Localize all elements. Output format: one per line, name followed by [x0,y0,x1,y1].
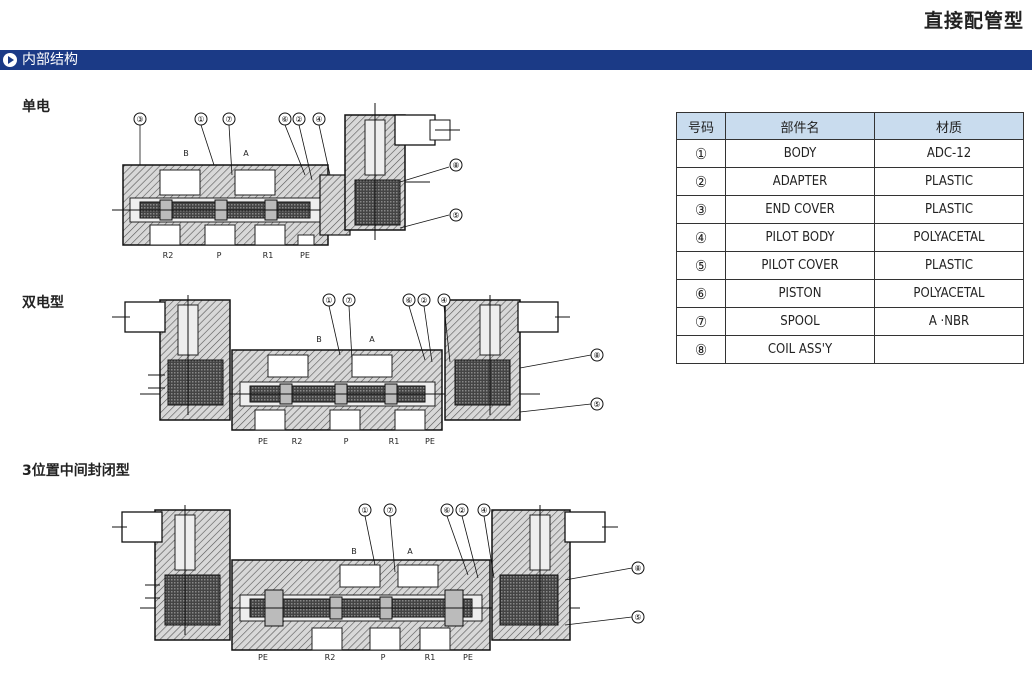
port-label-a: A [243,149,249,158]
view-title-3position: 3位置中间封闭型 [22,463,130,479]
cell-number: ④ [676,223,726,252]
callout-4: ④ [440,296,447,305]
cell-number: ③ [676,195,726,224]
port-label-pe-left: PE [258,653,268,662]
port-label-r1: R1 [389,437,400,446]
table-row: ① BODY ADC-12 [676,139,1024,168]
cell-material: POLYACETAL [874,223,1024,252]
cell-material: A ·NBR [874,307,1024,336]
port-label-r2: R2 [292,437,303,446]
port-label-p: P [217,251,222,260]
cell-material [874,335,1024,364]
arrow-right-icon [3,53,17,67]
port-label-a: A [407,547,413,556]
port-label-r1: R1 [425,653,436,662]
double-solenoid-diagram: ① ⑦ ⑥ ② ④ ⑧ ⑤ B A PE R2 P R1 PE [112,293,604,446]
cell-material: ADC-12 [874,139,1024,168]
cell-part-name: PILOT BODY [725,223,875,252]
three-position-diagram: ① ⑦ ⑥ ② ④ ⑧ ⑤ B A PE R2 P R1 PE [112,503,645,662]
table-row: ⑥ PISTON POLYACETAL [676,279,1024,308]
callout-6: ⑥ [405,296,412,305]
table-row: ④ PILOT BODY POLYACETAL [676,223,1024,252]
port-label-pe-left: PE [258,437,268,446]
table-row: ③ END COVER PLASTIC [676,195,1024,224]
port-label-a: A [369,335,375,344]
single-solenoid-diagram: ③ ① ⑦ ⑥ ② ④ ⑧ ⑤ B A R2 P R1 PE [112,103,463,260]
cell-number: ⑥ [676,279,726,308]
callout-1: ① [325,296,332,305]
callout-8: ⑧ [593,351,600,360]
table-row: ⑦ SPOOL A ·NBR [676,307,1024,336]
parts-table: 号码 部件名 材质 ① BODY ADC-12 ② ADAPTER PLASTI… [676,112,1024,364]
callout-8: ⑧ [634,564,641,573]
port-label-p: P [381,653,386,662]
callout-4: ④ [315,115,322,124]
callout-1: ① [361,506,368,515]
callout-2: ② [420,296,427,305]
callout-7: ⑦ [345,296,352,305]
cell-part-name: END COVER [725,195,875,224]
callout-4: ④ [480,506,487,515]
cell-part-name: BODY [725,139,875,168]
header-number: 号码 [676,112,726,140]
cell-part-name: SPOOL [725,307,875,336]
table-header-row: 号码 部件名 材质 [676,112,1024,140]
port-label-pe-right: PE [425,437,435,446]
callout-2: ② [295,115,302,124]
callout-5: ⑤ [634,613,641,622]
cell-part-name: COIL ASS'Y [725,335,875,364]
port-label-r2: R2 [163,251,174,260]
port-label-pe: PE [300,251,310,260]
table-row: ② ADAPTER PLASTIC [676,167,1024,196]
callout-1: ① [197,115,204,124]
port-label-p: P [344,437,349,446]
callout-5: ⑤ [452,211,459,220]
callout-7: ⑦ [225,115,232,124]
cell-part-name: PILOT COVER [725,251,875,280]
port-label-b: B [183,149,189,158]
port-label-b: B [316,335,322,344]
cell-number: ① [676,139,726,168]
table-row: ⑧ COIL ASS'Y [676,335,1024,364]
cell-material: POLYACETAL [874,279,1024,308]
callout-5: ⑤ [593,400,600,409]
section-title: 内部结构 [22,52,78,68]
cell-number: ⑦ [676,307,726,336]
cell-part-name: ADAPTER [725,167,875,196]
header-part-name: 部件名 [725,112,875,140]
cell-material: PLASTIC [874,167,1024,196]
callout-7: ⑦ [386,506,393,515]
header-material: 材质 [874,112,1024,140]
callout-6: ⑥ [443,506,450,515]
cell-material: PLASTIC [874,195,1024,224]
view-title-single: 单电 [22,99,50,115]
table-row: ⑤ PILOT COVER PLASTIC [676,251,1024,280]
callout-2: ② [458,506,465,515]
cell-number: ② [676,167,726,196]
callout-8: ⑧ [452,161,459,170]
callout-6: ⑥ [281,115,288,124]
section-header-bar: 内部结构 [0,50,1032,70]
callout-3: ③ [136,115,143,124]
view-title-double: 双电型 [22,295,64,311]
port-label-b: B [351,547,357,556]
cell-number: ⑤ [676,251,726,280]
cell-material: PLASTIC [874,251,1024,280]
page-title: 直接配管型 [923,10,1024,32]
cell-part-name: PISTON [725,279,875,308]
port-label-pe-right: PE [463,653,473,662]
port-label-r2: R2 [325,653,336,662]
port-label-r1: R1 [263,251,274,260]
cell-number: ⑧ [676,335,726,364]
